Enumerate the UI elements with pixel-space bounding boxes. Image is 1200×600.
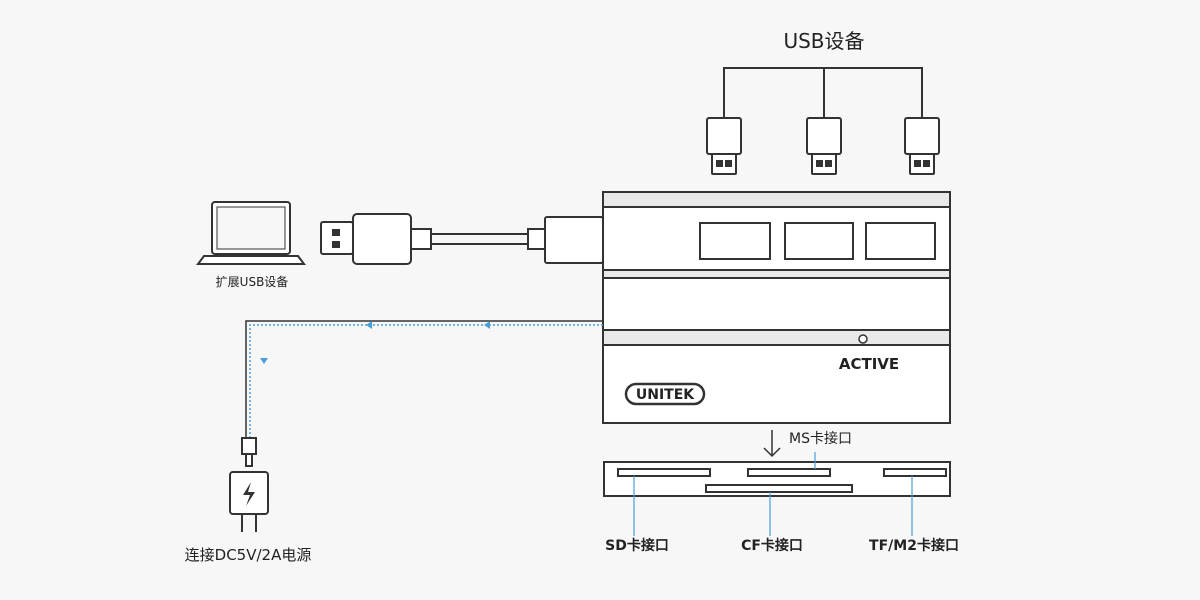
power-label: 连接DC5V/2A电源 — [185, 546, 312, 564]
usb-plug-icon — [706, 117, 742, 175]
sd-slot — [617, 468, 711, 477]
ms-slot-label: MS卡接口 — [789, 430, 852, 447]
usb-port — [699, 222, 771, 260]
tf-slot-label: TF/M2卡接口 — [869, 537, 959, 554]
hub-usb-ports — [699, 222, 936, 260]
cf-slot — [705, 484, 853, 493]
tf-slot — [883, 468, 947, 477]
slot-pointers — [633, 452, 913, 536]
active-label: ACTIVE — [839, 355, 899, 373]
power-cable — [245, 320, 603, 438]
sd-slot-label: SD卡接口 — [605, 537, 669, 554]
card-reader — [603, 461, 951, 497]
usb-cable — [320, 213, 604, 265]
ms-slot — [747, 468, 831, 477]
down-arrow-icon — [763, 430, 781, 458]
usb-port — [865, 222, 936, 260]
flow-arrow-icon — [260, 321, 490, 364]
laptop-label: 扩展USB设备 — [216, 275, 289, 289]
laptop-icon — [196, 201, 306, 265]
power-flow-line — [249, 324, 603, 438]
usb-hub — [602, 191, 951, 424]
usb-plug-icon — [806, 117, 842, 175]
usb-plug-icon — [904, 117, 940, 175]
unitek-logo — [624, 382, 706, 406]
cf-slot-label: CF卡接口 — [741, 537, 803, 554]
power-adapter-icon — [229, 437, 269, 532]
lightning-icon — [243, 482, 255, 506]
usb-port — [784, 222, 854, 260]
usb-branch-lines — [723, 67, 923, 118]
active-led — [858, 334, 868, 344]
usb-devices-label: USB设备 — [783, 29, 864, 53]
unitek-logo-text: UNITEK — [636, 387, 695, 403]
